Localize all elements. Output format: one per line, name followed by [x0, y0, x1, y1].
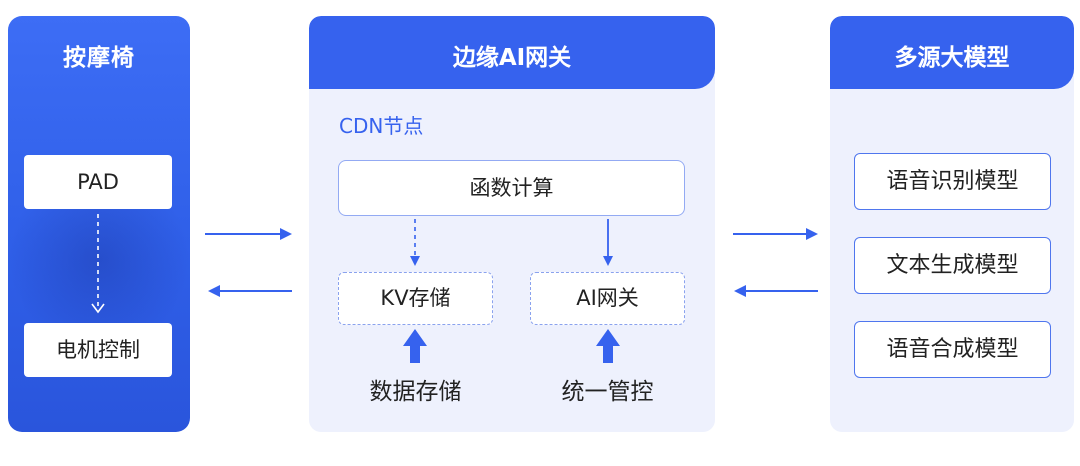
multi-source-models-title: 多源大模型	[894, 45, 1010, 71]
data-storage-label: 数据存储	[369, 379, 462, 405]
function-compute-box: 函数计算	[338, 160, 685, 216]
ai-gateway-box: AI网关	[530, 272, 685, 325]
edge-ai-gateway-title: 边缘AI网关	[452, 45, 572, 71]
edge-ai-gateway-panel: 边缘AI网关 CDN节点 函数计算 KV存储 AI网关 数据存储 统一管控	[309, 16, 715, 432]
pad-to-motor-arrow-icon	[91, 214, 105, 314]
edge-ai-gateway-header: 边缘AI网关	[309, 16, 715, 89]
massage-chair-title: 按摩椅	[63, 45, 135, 71]
multi-source-models-panel: 多源大模型 语音识别模型 文本生成模型 语音合成模型	[830, 16, 1074, 432]
internal-arrows-icon	[403, 219, 620, 363]
speech-synthesis-model-box: 语音合成模型	[854, 321, 1051, 378]
speech-recognition-model-box: 语音识别模型	[854, 153, 1051, 210]
center-right-arrows-icon	[733, 228, 818, 297]
multi-source-models-header: 多源大模型	[830, 16, 1074, 89]
motor-control-box: 电机控制	[24, 323, 172, 377]
unified-management-label: 统一管控	[561, 379, 654, 405]
massage-chair-panel: 按摩椅 PAD 电机控制	[8, 16, 190, 432]
left-center-arrows-icon	[205, 228, 292, 297]
kv-storage-box: KV存储	[338, 272, 493, 325]
pad-box: PAD	[24, 155, 172, 209]
cdn-node-label: CDN节点	[339, 114, 424, 138]
text-generation-model-box: 文本生成模型	[854, 237, 1051, 294]
